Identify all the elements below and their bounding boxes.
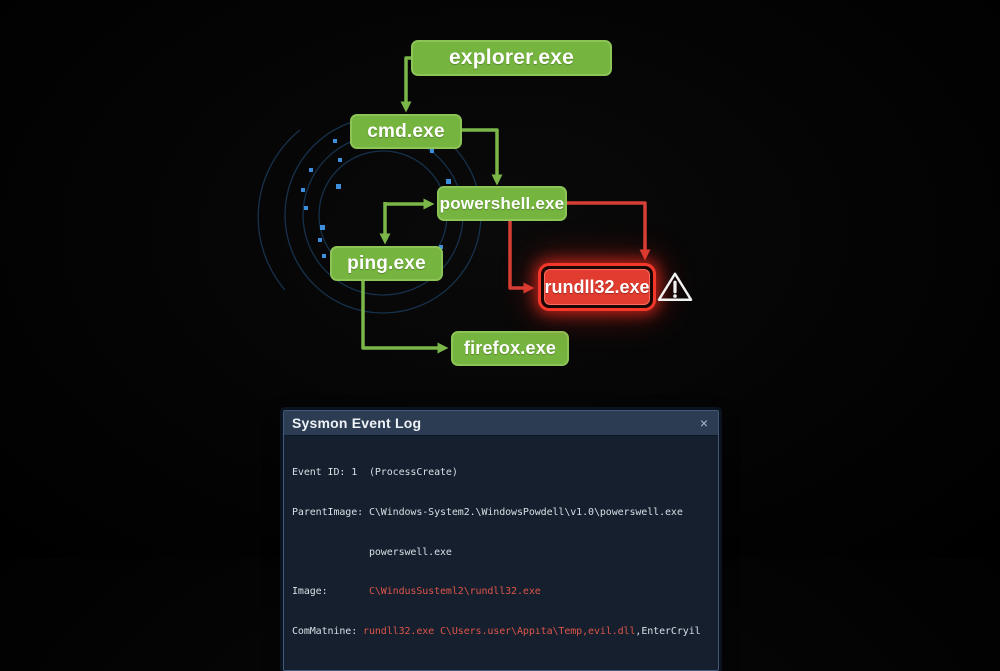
- process-node-firefox: firefox.exe: [451, 331, 569, 366]
- window-title: Sysmon Event Log: [292, 415, 422, 431]
- log-field-value: rundll32.exe C\Users.user\Appıta\Temp,ev…: [363, 625, 636, 637]
- process-node-explorer: explorer.exe: [411, 40, 612, 76]
- window-title-bar[interactable]: Sysmon Event Log ×: [284, 411, 718, 436]
- log-line-parent-image: ParentImage: C\Windows-System2.\WindowsP…: [292, 506, 710, 519]
- close-icon[interactable]: ×: [699, 415, 708, 431]
- process-node-label: firefox.exe: [463, 338, 557, 358]
- process-node-label: rundll32.exe: [544, 276, 650, 297]
- log-text: ParentImage: C\Windows-System2.\WindowsP…: [292, 507, 683, 519]
- process-node-label: ping.exe: [347, 252, 426, 274]
- process-node-powershell: powershell.exe: [437, 186, 567, 221]
- edge-ping-firefox: [361, 281, 449, 354]
- process-node-ping: ping.exe: [330, 246, 443, 281]
- sysmon-log-window: Sysmon Event Log × Event ID: 1 (ProcessC…: [283, 410, 719, 671]
- log-line-image: Image: C\WindusSusteml2\rundll32.exe: [292, 585, 710, 598]
- log-text: Event ID: 1 (ProcessCreate): [292, 467, 458, 479]
- warning-triangle-icon: [657, 272, 693, 301]
- edge-powershell-rundll32-top: [567, 201, 651, 261]
- log-line-parent-image-cont: powerswell.exe: [292, 546, 710, 559]
- edge-cmd-powershell: [462, 128, 503, 186]
- process-node-cmd: cmd.exe: [350, 114, 462, 149]
- log-field-value: C\WindusSusteml2\rundll32.exe: [368, 586, 541, 598]
- log-field-label: Image:: [292, 586, 369, 598]
- network-node-dots: [301, 139, 451, 258]
- log-line-commandline: ComMatnine: rundll32.exe C\Users.user\Ap…: [292, 625, 710, 638]
- log-text: powerswell.exe: [292, 546, 452, 558]
- edge-powershell-rundll32-side: [508, 221, 535, 294]
- log-field-label: ComMatnine:: [292, 625, 364, 637]
- process-node-label: cmd.exe: [367, 120, 445, 142]
- process-node-rundll32: rundll32.exe: [538, 263, 656, 311]
- process-node-label: explorer.exe: [449, 46, 574, 69]
- log-field-suffix: ,EnterCryil: [635, 625, 701, 637]
- process-node-rundll32-body: rundll32.exe: [544, 269, 650, 305]
- log-body: Event ID: 1 (ProcessCreate) ParentImage:…: [284, 436, 718, 670]
- process-node-label: powershell.exe: [439, 193, 565, 213]
- log-line-event-id: Event ID: 1 (ProcessCreate): [292, 466, 710, 479]
- malware-process-tree-scene: explorer.exe cmd.exe powershell.exe ping…: [257, 40, 719, 671]
